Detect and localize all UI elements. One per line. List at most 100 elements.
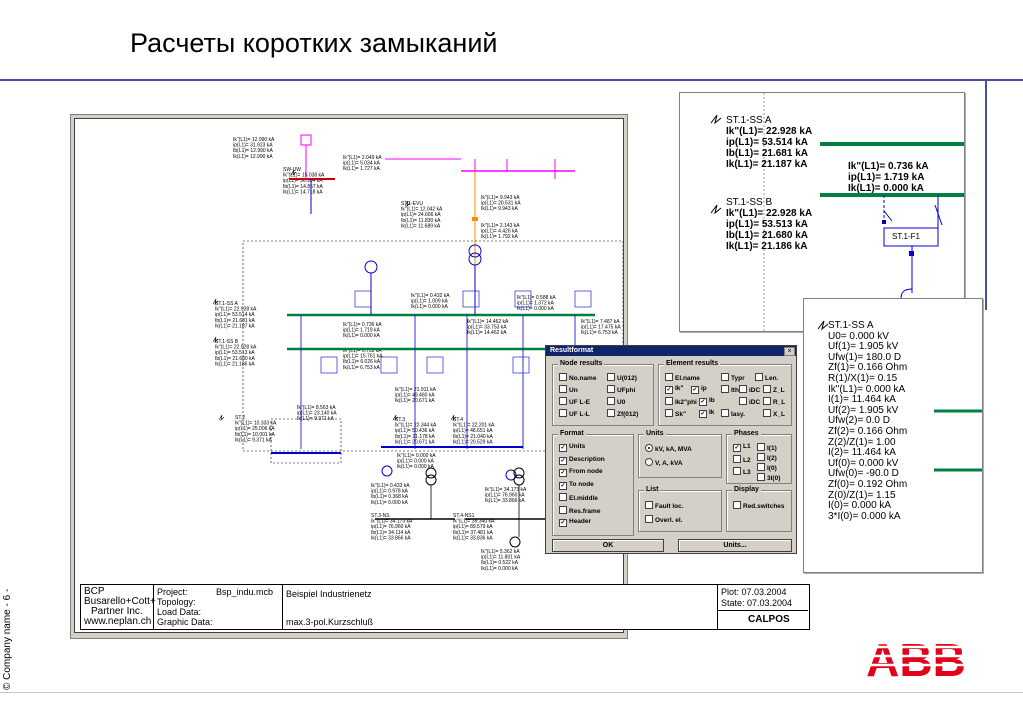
checkbox-to-node[interactable]: ✓To node bbox=[559, 481, 594, 490]
checkbox-icon[interactable] bbox=[757, 463, 765, 471]
checkbox-icon[interactable] bbox=[763, 409, 771, 417]
checkbox-icon[interactable] bbox=[559, 493, 567, 501]
result-label: Ik"(L1)= 0.736 kA bbox=[343, 322, 382, 328]
checkbox-icon[interactable] bbox=[721, 373, 729, 381]
checkbox-u-012-[interactable]: U(012) bbox=[607, 373, 637, 383]
checkbox-ith[interactable]: Ith bbox=[721, 385, 739, 395]
result-label: ip(L1)= 5.034 kA bbox=[343, 161, 380, 167]
checkbox-icon[interactable]: ✓ bbox=[559, 481, 567, 490]
checkbox-uf-l-l[interactable]: UF L-L bbox=[559, 409, 590, 419]
dialog-titlebar[interactable]: Resultformat × bbox=[546, 346, 796, 356]
checkbox-icon[interactable] bbox=[645, 515, 653, 523]
checkbox-icon[interactable]: ✓ bbox=[559, 469, 567, 477]
checkbox-icon[interactable] bbox=[607, 385, 615, 393]
result-label: Ik(L1)= 6.753 kA bbox=[343, 365, 380, 371]
ok-button[interactable]: OK bbox=[552, 539, 664, 552]
checkbox-icon[interactable]: ✓ bbox=[699, 398, 707, 406]
checkbox-i-0-[interactable]: I(0) bbox=[757, 463, 777, 473]
checkbox-l2[interactable]: L2 bbox=[733, 455, 751, 465]
checkbox-overl-el-[interactable]: Overl. el. bbox=[645, 515, 682, 525]
checkbox-icon[interactable] bbox=[665, 373, 673, 381]
checkbox-len-[interactable]: Len. bbox=[755, 373, 778, 383]
checkbox-ik[interactable]: ✓Ik bbox=[699, 409, 714, 418]
checkbox-icon[interactable] bbox=[665, 397, 673, 405]
checkbox-iasy-[interactable]: Iasy. bbox=[721, 409, 745, 419]
checkbox-icon[interactable] bbox=[757, 443, 765, 451]
checkbox-icon[interactable] bbox=[645, 501, 653, 509]
checkbox-icon[interactable]: ✓ bbox=[559, 519, 567, 527]
checkbox-icon[interactable] bbox=[607, 397, 615, 405]
checkbox-from-node[interactable]: ✓From node bbox=[559, 468, 603, 477]
checkbox-icon[interactable]: ✓ bbox=[733, 444, 741, 452]
checkbox-icon[interactable] bbox=[559, 385, 567, 393]
checkbox-l1[interactable]: ✓L1 bbox=[733, 443, 751, 452]
checkbox-icon[interactable] bbox=[733, 467, 741, 475]
checkbox-icon[interactable]: ✓ bbox=[665, 386, 673, 394]
checkbox-icon[interactable] bbox=[733, 455, 741, 463]
radio-icon[interactable] bbox=[645, 458, 653, 466]
checkbox-un[interactable]: Un bbox=[559, 385, 578, 395]
checkbox-ip[interactable]: ✓ip bbox=[691, 385, 707, 394]
checkbox-icon[interactable] bbox=[559, 409, 567, 417]
zoom-node-a: ST.1-SS A Ik"(L1)= 22.928 kA ip(L1)= 53.… bbox=[726, 115, 812, 170]
checkbox-icon[interactable]: ✓ bbox=[699, 410, 707, 418]
checkbox-icon[interactable] bbox=[733, 501, 741, 509]
checkbox-fault-loc-[interactable]: Fault loc. bbox=[645, 501, 684, 511]
checkbox-icon[interactable] bbox=[757, 453, 765, 461]
checkbox-ib[interactable]: ✓Ib bbox=[699, 397, 715, 406]
checkbox-icon[interactable] bbox=[755, 373, 763, 381]
checkbox-icon[interactable] bbox=[607, 373, 615, 381]
checkbox-idc[interactable]: iDC bbox=[739, 385, 760, 395]
units-button[interactable]: Units... bbox=[678, 539, 792, 552]
option-label: U0 bbox=[617, 399, 626, 406]
checkbox-i-1-[interactable]: I(1) bbox=[757, 443, 777, 453]
checkbox-uf-l-e[interactable]: UF L-E bbox=[559, 397, 590, 407]
checkbox-icon[interactable] bbox=[757, 473, 765, 481]
checkbox-u0[interactable]: U0 bbox=[607, 397, 625, 407]
option-label: From node bbox=[569, 468, 603, 475]
checkbox-z-l[interactable]: Z_L bbox=[763, 385, 785, 395]
checkbox-l3[interactable]: L3 bbox=[733, 467, 751, 477]
checkbox-el-name[interactable]: El.name bbox=[665, 373, 700, 383]
checkbox-res-frame[interactable]: Res.frame bbox=[559, 505, 600, 516]
checkbox-icon[interactable]: ✓ bbox=[559, 456, 567, 465]
checkbox-description[interactable]: ✓Description bbox=[559, 456, 605, 465]
checkbox-icon[interactable] bbox=[665, 409, 673, 417]
checkbox-icon[interactable] bbox=[739, 397, 747, 405]
checkbox-no-name[interactable]: No.name bbox=[559, 373, 596, 383]
checkbox-el-middle[interactable]: El.middle bbox=[559, 493, 598, 503]
checkbox-ik2-phi[interactable]: Ik2"phi bbox=[665, 397, 697, 407]
group-label: Format bbox=[558, 430, 586, 437]
checkbox-icon[interactable] bbox=[607, 409, 615, 417]
checkbox-icon[interactable]: ✓ bbox=[691, 386, 699, 394]
checkbox-typr[interactable]: Typr bbox=[721, 373, 745, 383]
checkbox-red-switches[interactable]: Red.switches bbox=[733, 501, 785, 511]
checkbox-x-l[interactable]: X_L bbox=[763, 409, 785, 419]
checkbox-icon[interactable] bbox=[559, 505, 567, 514]
checkbox-sk-[interactable]: Sk" bbox=[665, 409, 686, 419]
checkbox-i-2-[interactable]: I(2) bbox=[757, 453, 777, 463]
radio-kv-ka-mva[interactable]: kV, kA, MVA bbox=[645, 444, 692, 454]
checkbox-ufphi[interactable]: UFphi bbox=[607, 385, 635, 395]
close-icon[interactable]: × bbox=[784, 347, 795, 356]
checkbox-r-l[interactable]: R_L bbox=[763, 397, 785, 407]
result-label: ST.1-EVU bbox=[401, 201, 423, 207]
checkbox-icon[interactable] bbox=[763, 397, 771, 405]
checkbox-zf-012-[interactable]: Zf(012) bbox=[607, 409, 638, 419]
checkbox-3i-0-[interactable]: 3I(0) bbox=[757, 473, 780, 483]
checkbox-icon[interactable] bbox=[559, 373, 567, 381]
checkbox-icon[interactable] bbox=[559, 397, 567, 405]
checkbox-idc[interactable]: iDC bbox=[739, 397, 760, 407]
radio-icon[interactable] bbox=[645, 444, 653, 452]
checkbox-icon[interactable] bbox=[739, 385, 747, 393]
checkbox-units[interactable]: ✓Units bbox=[559, 443, 585, 452]
checkbox-icon[interactable] bbox=[721, 385, 729, 393]
radio-v-a-kva[interactable]: V, A, kVA bbox=[645, 458, 683, 468]
checkbox-icon[interactable]: ✓ bbox=[559, 444, 567, 452]
checkbox-header[interactable]: ✓Header bbox=[559, 518, 591, 527]
checkbox-ik-[interactable]: ✓Ik" bbox=[665, 385, 684, 394]
checkbox-icon[interactable] bbox=[721, 409, 729, 417]
checkbox-icon[interactable] bbox=[763, 385, 771, 393]
